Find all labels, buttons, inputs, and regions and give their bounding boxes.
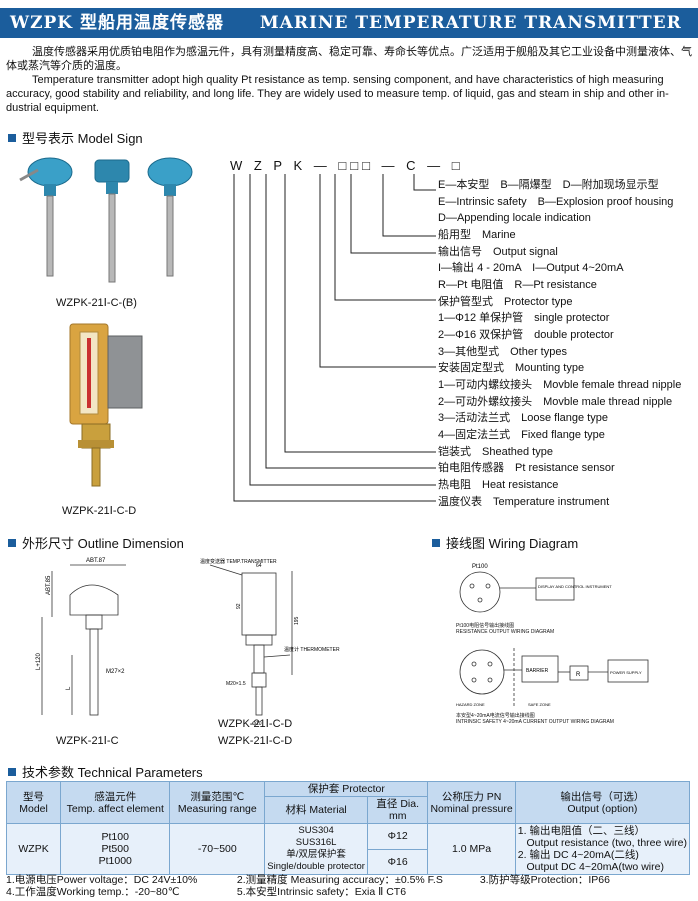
banner-title-en: MARINE TEMPERATURE TRANSMITTER	[259, 13, 682, 33]
model-label-item: 船用型 Marine	[438, 229, 516, 241]
outline-m20: M20×1.5	[226, 681, 246, 687]
table-row: Φ16	[7, 848, 690, 875]
td-element: Pt100 Pt500 Pt1000	[60, 823, 171, 875]
model-label-item: D—Appending locale indication	[438, 212, 591, 224]
th-range: 测量范围℃ Measuring range	[169, 781, 266, 824]
model-label-item: 1—可动内螺纹接头 Movble female thread nipple	[438, 379, 682, 391]
note-5: 5.本安型Intrinsic safety：Exia Ⅱ CT6	[236, 886, 407, 898]
section-title: 外形尺寸 Outline Dimension	[22, 536, 184, 551]
outline-temp-trans: 温度变送器 TEMP.TRANSMITTER	[200, 558, 277, 565]
model-label-item: 铠装式 Sheathed type	[438, 446, 553, 458]
th-pressure: 公称压力 PN Nominal pressure	[427, 781, 516, 824]
intro-en: Temperature transmitter adopt high quali…	[6, 74, 669, 114]
outline-drawing-1: ABT.87 ABT.85 L+120 L M27×2	[36, 558, 126, 716]
th-output: 输出信号（可选） Output (option)	[514, 781, 691, 824]
section-title: 技术参数 Technical Parameters	[22, 765, 203, 780]
outline-abt85: ABT.85	[46, 575, 52, 595]
outline-l120: L+120	[36, 652, 42, 670]
section-marker-icon	[8, 538, 16, 547]
th-element: 感温元件 Temp. affect element	[60, 781, 171, 824]
model-label-item: 热电阻 Heat resistance	[438, 479, 559, 491]
model-label-item: E—Intrinsic safety B—Explosion proof hou…	[438, 196, 674, 208]
outline2-caption-a: WZPK-21Ⅰ-C-D	[218, 718, 293, 730]
model-label-item: I—输出 4 - 20mA I—Output 4~20mA	[438, 262, 624, 274]
page-banner: WZPK 型船用温度传感器 MARINE TEMPERATURE TRANSMI…	[0, 8, 698, 38]
th-material: 材料 Material	[264, 796, 368, 824]
section-marker-icon	[8, 133, 16, 142]
photo1-caption: WZPK-21Ⅰ-C-(B)	[56, 297, 137, 309]
outline-m27: M27×2	[106, 669, 125, 675]
td-model: WZPK	[5, 823, 62, 875]
td-output: 1. 输出电阻值（二、三线） Output resistance (two, t…	[514, 823, 691, 875]
model-label-item: 4—固定法兰式 Fixed flange type	[438, 429, 605, 441]
outline-dim92: 92	[236, 603, 242, 609]
wiring-display: DISPLAY AND CONTROL INSTRUMENT	[538, 584, 612, 589]
section-marker-icon	[8, 767, 16, 776]
note-3: 3.防护等级Protection：IP66	[479, 874, 610, 886]
model-code: W Z P K — □□□ — C — □	[230, 158, 464, 173]
model-label-item: E—本安型 B—隔爆型 D—附加现场显示型	[438, 179, 659, 191]
table-row: WZPK Pt100 Pt500 Pt1000 -70~500 SUS304 S…	[5, 823, 691, 875]
section-params: 技术参数 Technical Parameters	[8, 762, 203, 781]
outline-dim64: 64	[256, 563, 262, 569]
outline2-caption: WZPK-21Ⅰ-C-D	[218, 735, 293, 747]
th-protector: 保护套 Protector	[264, 781, 429, 797]
banner-title-cn: WZPK 型船用温度传感器	[10, 13, 224, 33]
wiring-pt-caption: Pt100电阻信号输出接线图 RESISTANCE OUTPUT WIRING …	[456, 623, 555, 635]
model-label-item: 保护管型式 Protector type	[438, 296, 573, 308]
model-label-item: 铂电阻传感器 Pt resistance sensor	[438, 462, 615, 474]
model-label-item: 3—其他型式 Other types	[438, 346, 567, 358]
intro-text: 温度传感器采用优质铂电阻作为感温元件，具有测量精度高、稳定可靠、寿命长等优点。广…	[6, 45, 692, 115]
model-label-item: 1—Φ12 单保护管 single protector	[438, 312, 610, 324]
td-pressure: 1.0 MPa	[427, 823, 516, 875]
model-label-item: 输出信号 Output signal	[438, 246, 558, 258]
outline-l: L	[66, 686, 72, 690]
wiring-pt100: Pt100	[472, 564, 488, 570]
section-marker-icon	[432, 538, 440, 547]
td-dia2: Φ16	[366, 848, 429, 875]
model-label-item: R—Pt 电阻值 R—Pt resistance	[438, 279, 597, 291]
wiring-barrier: BARRIER	[526, 668, 549, 674]
product-photo-thermometer	[69, 323, 143, 487]
section-model-sign: 型号表示 Model Sign	[8, 128, 143, 147]
th-diameter: 直径 Dia. mm	[366, 796, 429, 824]
product-photo-transmitters	[19, 157, 193, 283]
wiring-diagram: Pt100 DISPLAY AND CONTROL INSTRUMENT BAR…	[456, 564, 649, 707]
transmitter-1	[19, 157, 73, 277]
td-dia1: Φ12	[366, 823, 429, 850]
wiring-hazard: HAZARD ZONE	[456, 702, 485, 707]
notes: 1.电源电压Power voltage：DC 24V±10% 2.测量精度 Me…	[6, 874, 610, 898]
outline-d10: Φ10	[252, 721, 262, 727]
transmitter-3	[147, 157, 193, 277]
model-label-item: 3—活动法兰式 Loose flange type	[438, 412, 608, 424]
transmitter-2	[94, 159, 130, 283]
note-2: 2.测量精度 Measuring accuracy：±0.5% F.S	[236, 874, 443, 886]
td-material: SUS304 SUS316L 单/双层保护套 Single/double pro…	[264, 823, 368, 875]
model-label-item: 2—Φ16 双保护管 double protector	[438, 329, 614, 341]
section-outline: 外形尺寸 Outline Dimension	[8, 533, 184, 552]
intro-cn: 温度传感器采用优质铂电阻作为感温元件，具有测量精度高、稳定可靠、寿命长等优点。广…	[6, 46, 692, 72]
model-label-item: 安装固定型式 Mounting type	[438, 362, 585, 374]
th-model: 型号 Model	[5, 781, 62, 824]
photo2-caption: WZPK-21Ⅰ-C-D	[62, 505, 137, 517]
note-1: 1.电源电压Power voltage：DC 24V±10%	[6, 874, 198, 886]
note-4: 4.工作温度Working temp.：-20~80℃	[6, 886, 180, 898]
model-label-item: 2—可动外螺纹接头 Movble male thread nipple	[438, 396, 673, 408]
wiring-ps: POWER SUPPLY	[610, 670, 642, 675]
params-table: 型号 Model 感温元件 Temp. affect element 测量范围℃…	[5, 781, 691, 875]
model-label-item: 温度仪表 Temperature instrument	[438, 496, 610, 508]
outline1-caption: WZPK-21Ⅰ-C	[56, 735, 119, 747]
wiring-is-caption: 本安型4~20mA电流信号输出接线图 INTRINSIC SAFETY 4~20…	[456, 713, 614, 725]
section-title: 接线图 Wiring Diagram	[446, 536, 579, 551]
section-title: 型号表示 Model Sign	[22, 131, 143, 146]
outline-abt87: ABT.87	[86, 558, 106, 564]
section-wiring: 接线图 Wiring Diagram	[432, 533, 578, 552]
wiring-r: R	[576, 672, 581, 678]
outline-thermometer: 温度计 THERMOMETER	[284, 646, 340, 653]
wiring-safe: SAFE ZONE	[528, 702, 551, 707]
td-range: -70~500	[169, 823, 266, 875]
outline-dim195: 195	[294, 616, 300, 625]
outline-drawing-2: 温度变送器 TEMP.TRANSMITTER 温度计 THERMOMETER M…	[200, 558, 340, 727]
